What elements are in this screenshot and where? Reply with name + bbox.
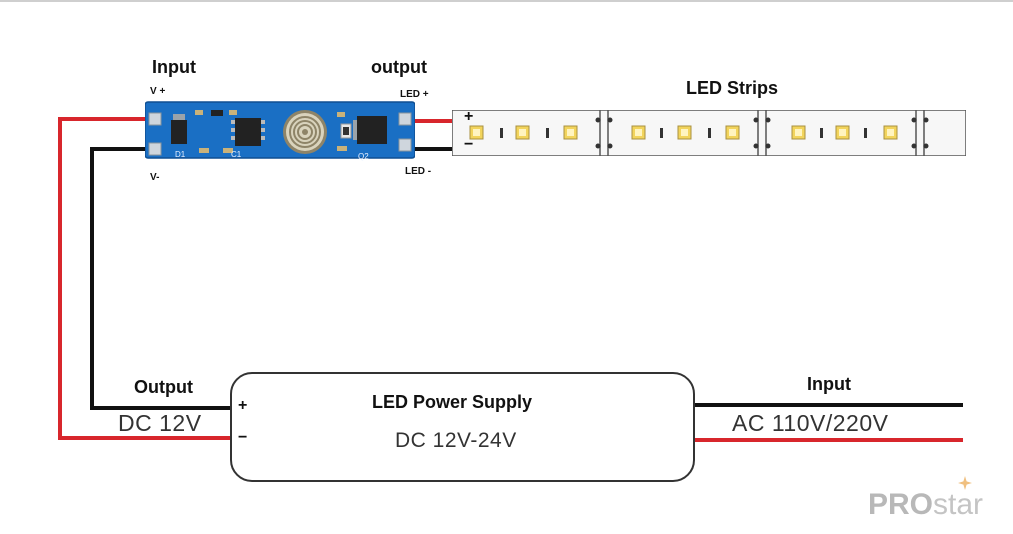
- pcb-mark-d1: D1: [175, 150, 186, 159]
- strip-cut-pads: [595, 110, 929, 156]
- controller-output-title: output: [371, 57, 427, 77]
- led-plus-label: LED +: [400, 89, 429, 100]
- pad-v-plus: [148, 112, 162, 126]
- strip-plus-sign: +: [464, 108, 474, 125]
- power-supply-range: DC 12V-24V: [395, 429, 517, 452]
- input-voltage: AC 110V/220V: [732, 410, 889, 436]
- v-minus-label: V-: [150, 172, 160, 183]
- resistor: [500, 128, 503, 138]
- pcb-mark-q2: Q2: [358, 152, 369, 161]
- resistor: [864, 128, 867, 138]
- touch-dimmer-board: [145, 101, 415, 159]
- brand-star-icon: [958, 476, 972, 490]
- pad-v-minus: [148, 142, 162, 156]
- led-minus-label: LED -: [405, 166, 432, 177]
- pcb-mark-c1: C1: [231, 150, 242, 159]
- prostar-watermark: PROstar: [868, 488, 983, 522]
- strip-minus-sign: −: [464, 136, 474, 153]
- pad-led-plus: [398, 112, 412, 126]
- led-power-supply-box: LED Power Supply DC 12V-24V + −: [230, 372, 695, 482]
- top-border-line: [0, 0, 1013, 2]
- resistor: [546, 128, 549, 138]
- resistor: [660, 128, 663, 138]
- resistor: [820, 128, 823, 138]
- psu-plus-terminal: +: [238, 397, 248, 414]
- pad-led-minus: [398, 138, 412, 152]
- resistor: [708, 128, 711, 138]
- led-strips-title: LED Strips: [686, 78, 779, 98]
- controller-input-title: Input: [152, 57, 196, 77]
- output-title: Output: [134, 377, 193, 397]
- psu-minus-terminal: −: [238, 429, 248, 446]
- brand-bold: PRO: [868, 488, 934, 521]
- power-supply-title: LED Power Supply: [372, 392, 533, 412]
- black-wire-left: [90, 147, 230, 410]
- red-wire-left: [58, 117, 230, 440]
- output-voltage: DC 12V: [118, 410, 202, 436]
- led-strip: [452, 110, 966, 156]
- brand-light: star: [933, 488, 984, 521]
- v-plus-label: V +: [150, 86, 166, 97]
- input-title: Input: [807, 374, 851, 394]
